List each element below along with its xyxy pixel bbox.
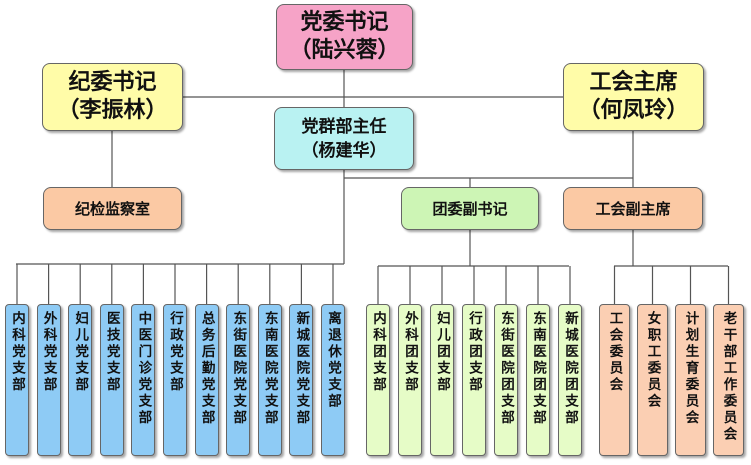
party-branch-label: 离退休党支部 xyxy=(325,311,341,410)
party-branch-label: 新城医院党支部 xyxy=(293,311,310,427)
party-branch-4: 中医门诊党支部 xyxy=(131,304,156,456)
union-chair-name: （何凤玲） xyxy=(578,98,689,123)
union-committee-label: 工会委员会 xyxy=(606,311,623,394)
party-branch-9: 新城医院党支部 xyxy=(289,304,314,456)
party-branch-10: 离退休党支部 xyxy=(321,304,345,456)
party-branch-6: 总务后勤党支部 xyxy=(194,304,219,456)
union-committee-label: 老干部工作委员会 xyxy=(720,311,737,443)
party-branch-1: 外科党支部 xyxy=(36,304,61,456)
party-branch-label: 内科党支部 xyxy=(9,311,25,394)
youth-branch-label: 外科团支部 xyxy=(402,311,418,394)
party-branch-label: 中医门诊党支部 xyxy=(135,311,152,427)
discipline-secretary-title: 纪委书记 xyxy=(68,70,157,95)
party-branch-label: 妇儿党支部 xyxy=(72,311,89,394)
youth-branch-label: 行政团支部 xyxy=(466,311,482,394)
party-secretary-box: 党委书记 （陆兴蓉） xyxy=(276,4,413,70)
youth-branch-label: 妇儿团支部 xyxy=(434,311,450,394)
union-deputy-box: 工会副主席 xyxy=(563,187,703,230)
party-branch-3: 医技党支部 xyxy=(99,304,124,456)
union-committee-1: 女职工委员会 xyxy=(637,304,668,456)
mass-director-title: 党群部主任 xyxy=(301,116,387,137)
party-branch-label: 医技党支部 xyxy=(103,311,120,394)
mass-director-box: 党群部主任 （杨建华） xyxy=(274,107,414,170)
party-branch-label: 总务后勤党支部 xyxy=(198,311,215,427)
discipline-secretary-name: （李振林） xyxy=(57,98,168,123)
party-branch-label: 东街医院党支部 xyxy=(230,311,247,427)
party-branch-label: 外科党支部 xyxy=(40,311,57,394)
youth-branch-label: 新城医院团支部 xyxy=(562,311,578,427)
union-chair-title: 工会主席 xyxy=(589,70,678,95)
youth-branch-label: 内科团支部 xyxy=(370,311,386,394)
youth-deputy-box: 团委副书记 xyxy=(401,187,539,230)
youth-branch-3: 行政团支部 xyxy=(462,304,486,456)
union-chair-box: 工会主席 （何凤玲） xyxy=(563,63,704,131)
youth-branch-6: 新城医院团支部 xyxy=(558,304,582,456)
inspection-office-box: 纪检监察室 xyxy=(43,187,182,230)
party-branch-8: 东南医院党支部 xyxy=(257,304,282,456)
mass-director-name: （杨建华） xyxy=(301,140,387,161)
youth-branch-1: 外科团支部 xyxy=(398,304,422,456)
party-branch-7: 东街医院党支部 xyxy=(226,304,251,456)
party-branch-label: 东南医院党支部 xyxy=(261,311,278,427)
party-branch-5: 行政党支部 xyxy=(163,304,187,456)
youth-branch-2: 妇儿团支部 xyxy=(430,304,454,456)
inspection-office-label: 纪检监察室 xyxy=(74,200,150,218)
youth-deputy-label: 团委副书记 xyxy=(432,200,508,218)
youth-branch-4: 东街医院团支部 xyxy=(494,304,518,456)
party-branch-label: 行政党支部 xyxy=(167,311,183,394)
party-branch-0: 内科党支部 xyxy=(5,304,29,456)
youth-branch-0: 内科团支部 xyxy=(366,304,390,456)
discipline-secretary-box: 纪委书记 （李振林） xyxy=(42,63,183,131)
union-deputy-label: 工会副主席 xyxy=(595,200,671,218)
union-committee-0: 工会委员会 xyxy=(599,304,630,456)
party-branch-2: 妇儿党支部 xyxy=(68,304,93,456)
youth-branch-label: 东南医院团支部 xyxy=(530,311,546,427)
union-committee-label: 女职工委员会 xyxy=(644,311,661,410)
union-committee-2: 计划生育委员会 xyxy=(675,304,706,456)
party-secretary-name: （陆兴蓉） xyxy=(289,38,400,63)
youth-branch-label: 东街医院团支部 xyxy=(498,311,514,427)
party-secretary-title: 党委书记 xyxy=(300,10,389,35)
youth-branch-5: 东南医院团支部 xyxy=(526,304,550,456)
union-committee-3: 老干部工作委员会 xyxy=(713,304,744,456)
union-committee-label: 计划生育委员会 xyxy=(682,311,699,427)
